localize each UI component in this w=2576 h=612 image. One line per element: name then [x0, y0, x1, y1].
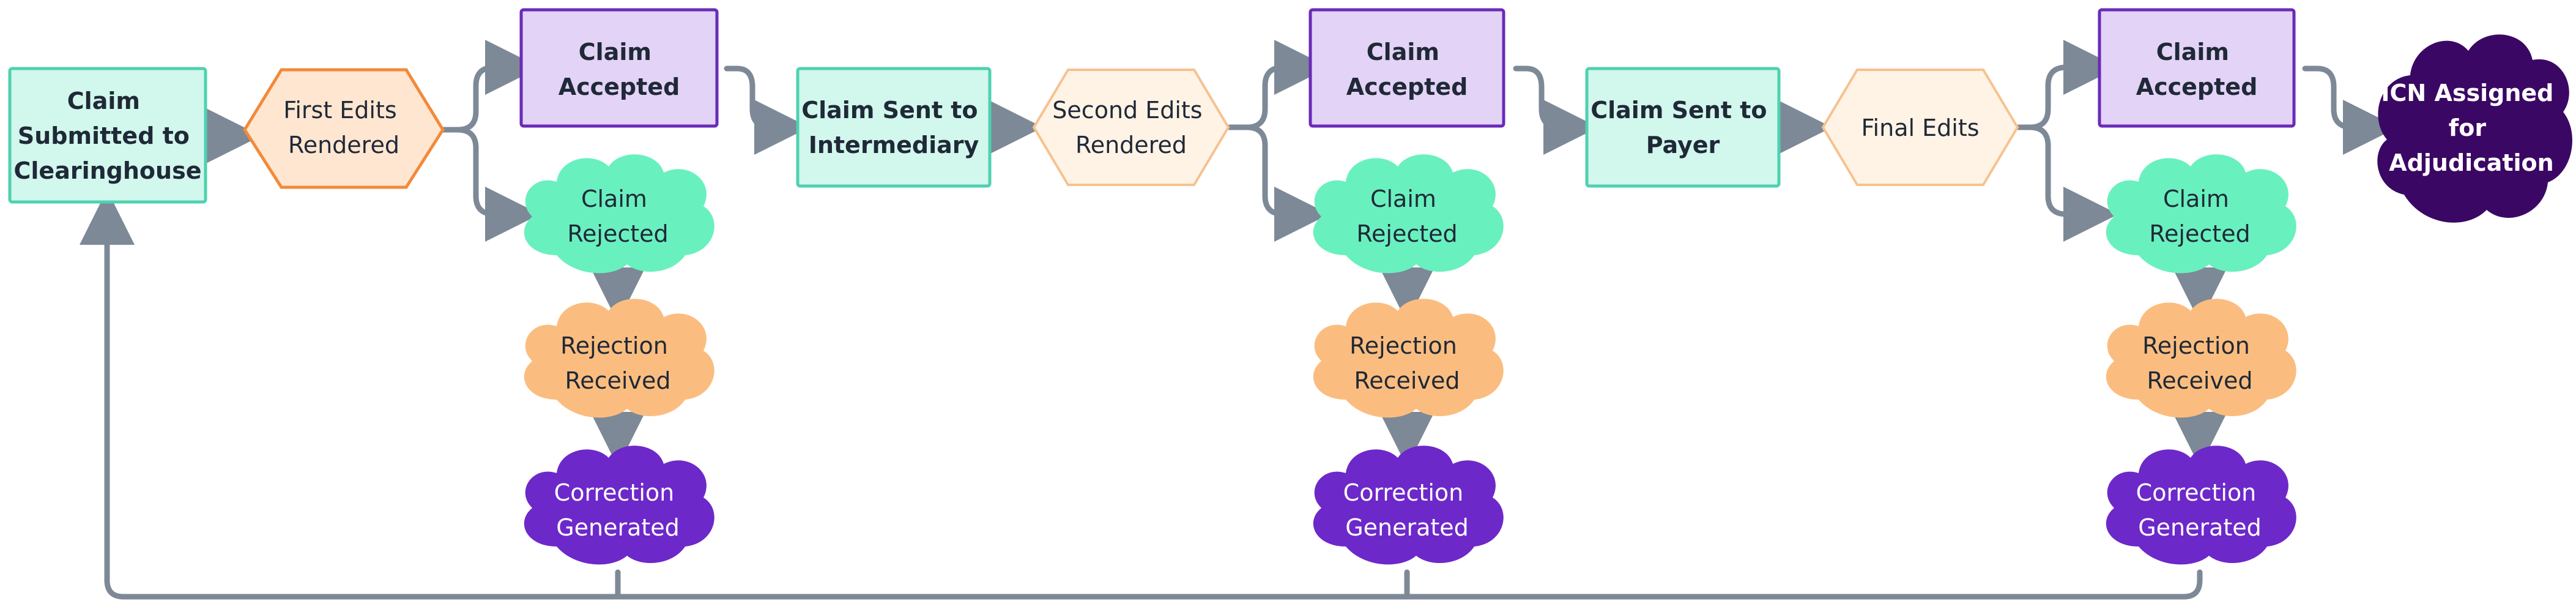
svg-text:Final Edits: Final Edits — [1861, 114, 1979, 141]
svg-text:Second Edits Rendered: Second Edits Rendered — [1052, 97, 1209, 159]
node-accepted-3-line-1: Claim — [2156, 39, 2229, 65]
svg-text:Claim Sent to Payer: Claim Sent to Payer — [1591, 97, 1775, 159]
svg-text:Rejection Received: Rejection Received — [1349, 332, 1464, 394]
node-accepted-1: Claim Accepted — [519, 8, 719, 128]
node-final-edits-line-1: Final Edits — [1861, 114, 1979, 141]
node-rejected-3-line-1: Claim — [2163, 185, 2229, 212]
node-sent-payer-line-2: Payer — [1646, 132, 1720, 159]
node-sent-payer: Claim Sent to Payer — [1585, 67, 1781, 188]
node-correction-1-line-2: Generated — [556, 514, 680, 541]
node-icn-line-3: Adjudication — [2389, 149, 2553, 176]
svg-text:Correction Generated: Correction Generated — [2136, 479, 2264, 541]
node-sent-intermediary-line-1: Claim Sent to — [801, 97, 978, 124]
node-rejected-2: Claim Rejected — [1313, 154, 1504, 274]
node-correction-3: Correction Generated — [2106, 446, 2296, 565]
node-submitted-line-1: Claim — [67, 88, 140, 114]
svg-text:Rejection Received: Rejection Received — [2142, 332, 2257, 394]
node-correction-3-line-1: Correction — [2136, 479, 2257, 506]
node-submitted: Claim Submitted to Clearinghouse — [8, 67, 207, 204]
node-sent-payer-line-1: Claim Sent to — [1591, 97, 1767, 124]
node-icn-assigned: ICN Assigned for Adjudication — [2377, 34, 2572, 223]
node-first-edits: First Edits Rendered — [243, 68, 445, 189]
arrow-accepted-3-to-icn — [2302, 65, 2398, 155]
node-rejection-1-line-2: Received — [565, 367, 671, 394]
node-rejected-2-line-2: Rejected — [1356, 220, 1457, 247]
arrow-final-edits-to-accepted-3 — [2016, 40, 2118, 130]
svg-text:Claim Rejected: Claim Rejected — [1356, 185, 1457, 247]
svg-text:ICN Assigned for A: ICN Assigned for Adjudication — [2381, 80, 2561, 176]
node-correction-2-line-1: Correction — [1343, 479, 1464, 506]
node-rejection-2-line-2: Received — [1354, 367, 1460, 394]
svg-text:Claim Rejected: Claim Rejected — [567, 185, 668, 247]
node-first-edits-line-1: First Edits — [283, 97, 396, 124]
node-rejection-1-line-1: Rejection — [560, 332, 668, 359]
node-rejection-3-line-2: Received — [2147, 367, 2253, 394]
node-accepted-2: Claim Accepted — [1308, 8, 1505, 128]
arrow-second-edits-to-rejected-2 — [1227, 124, 1329, 242]
svg-text:Correction Generated: Correction Generated — [554, 479, 682, 541]
node-rejection-2-line-1: Rejection — [1349, 332, 1457, 359]
node-accepted-3-line-2: Accepted — [2136, 73, 2258, 100]
node-rejected-1-line-2: Rejected — [567, 220, 668, 247]
node-rejection-1: Rejection Received — [524, 299, 715, 418]
node-accepted-3: Claim Accepted — [2098, 8, 2296, 128]
svg-text:Claim Accepted: Claim Accepted — [2136, 39, 2258, 100]
arrow-final-edits-to-rejected-3 — [2016, 124, 2118, 242]
node-icn-line-2: for — [2449, 114, 2487, 141]
svg-text:First Edits Rendered: First Edits Rendered — [283, 97, 404, 159]
node-second-edits-line-1: Second Edits — [1052, 97, 1202, 124]
connectors — [80, 40, 2398, 600]
node-rejected-2-line-1: Claim — [1370, 185, 1436, 212]
node-icn-line-1: ICN Assigned — [2381, 80, 2553, 106]
svg-text:Correction Generated: Correction Generated — [1343, 479, 1471, 541]
arrow-first-edits-to-rejected-1 — [440, 127, 540, 242]
svg-text:Claim Accepted: Claim Accepted — [559, 39, 680, 100]
node-final-edits: Final Edits — [1821, 69, 2019, 186]
feedback-loop-line — [80, 190, 2203, 600]
node-second-edits-line-2: Rendered — [1075, 132, 1187, 159]
node-correction-2: Correction Generated — [1313, 446, 1504, 565]
node-accepted-1-line-1: Claim — [579, 39, 651, 65]
node-submitted-line-2: Submitted to — [18, 122, 190, 149]
svg-text:Claim Rejected: Claim Rejected — [2149, 185, 2250, 247]
node-rejection-2: Rejection Received — [1313, 299, 1504, 418]
node-rejected-1-line-1: Claim — [581, 185, 647, 212]
svg-text:Rejection Received: Rejection Received — [560, 332, 675, 394]
node-rejection-3-line-1: Rejection — [2142, 332, 2250, 359]
svg-text:Claim Submitted to: Claim Submitted to Clearinghouse — [14, 88, 202, 184]
node-correction-3-line-2: Generated — [2138, 514, 2262, 541]
node-accepted-2-line-1: Claim — [1367, 39, 1439, 65]
arrow-first-edits-to-accepted-1 — [440, 40, 540, 133]
node-rejected-1: Claim Rejected — [524, 154, 715, 274]
node-rejected-3: Claim Rejected — [2106, 154, 2296, 274]
svg-text:Claim Sent to Intermedia: Claim Sent to Intermediary — [801, 97, 986, 159]
node-rejected-3-line-2: Rejected — [2149, 220, 2250, 247]
node-sent-intermediary: Claim Sent to Intermediary — [796, 67, 992, 188]
node-correction-1: Correction Generated — [524, 446, 715, 565]
arrow-accepted-1-to-intermediary — [724, 65, 809, 155]
node-first-edits-line-2: Rendered — [288, 132, 399, 159]
node-accepted-2-line-2: Accepted — [1346, 73, 1468, 100]
node-second-edits: Second Edits Rendered — [1032, 69, 1230, 186]
arrow-accepted-2-to-payer — [1513, 65, 1598, 155]
svg-text:Claim Accepted: Claim Accepted — [1346, 39, 1468, 100]
node-accepted-1-line-2: Accepted — [559, 73, 680, 100]
node-correction-1-line-1: Correction — [554, 479, 675, 506]
node-correction-2-line-2: Generated — [1345, 514, 1469, 541]
node-rejection-3: Rejection Received — [2106, 299, 2296, 418]
node-submitted-line-3: Clearinghouse — [14, 157, 202, 184]
arrow-second-edits-to-accepted-2 — [1227, 40, 1329, 130]
node-sent-intermediary-line-2: Intermediary — [809, 132, 979, 159]
